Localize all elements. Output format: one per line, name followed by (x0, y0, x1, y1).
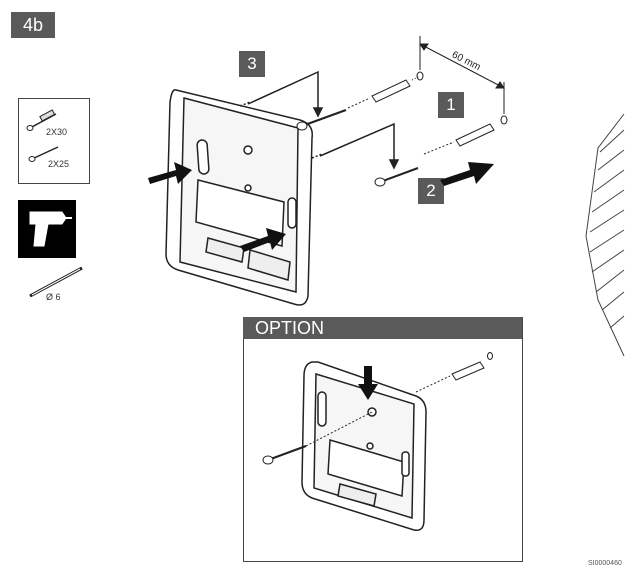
insert-arrow-left (148, 162, 192, 184)
wall-hole-lower (500, 115, 508, 125)
spacing-dimension-line (419, 36, 505, 114)
screw-2x25-icon (28, 146, 59, 162)
option-down-arrow (358, 366, 378, 400)
screw-upper-icon (296, 109, 347, 131)
insert-arrow-bottom (240, 228, 286, 252)
screw-lower-icon (374, 167, 419, 187)
step-label-3: 3 (239, 51, 265, 77)
step-label-2: 2 (418, 178, 444, 204)
screw-2x30-icon (26, 109, 57, 131)
option-wall-plug-icon (415, 352, 493, 393)
wall-section (585, 113, 625, 357)
back-plate-option (301, 361, 427, 532)
drill-bit-size-label: Ø 6 (46, 292, 61, 302)
step-label-4b: 4b (11, 12, 55, 38)
step-3-guide-lines (239, 70, 400, 170)
document-id: SI0000460 (588, 560, 622, 567)
screw-2x25-label: 2X25 (48, 159, 70, 169)
spacing-label: 60 mm (450, 49, 482, 73)
option-screw-icon (262, 411, 373, 465)
screw-2x30-label: 2X30 (46, 127, 68, 137)
drill-bit-icon (29, 266, 83, 298)
wall-hole-upper (416, 71, 424, 81)
option-header: OPTION (243, 317, 522, 339)
back-plate-main (165, 89, 313, 306)
wall-plug-lower-icon (423, 123, 495, 155)
wall-plug-upper-icon (347, 75, 421, 109)
drill-icon (18, 200, 76, 258)
step-label-1: 1 (438, 92, 464, 118)
push-arrow-step-2 (440, 162, 494, 186)
